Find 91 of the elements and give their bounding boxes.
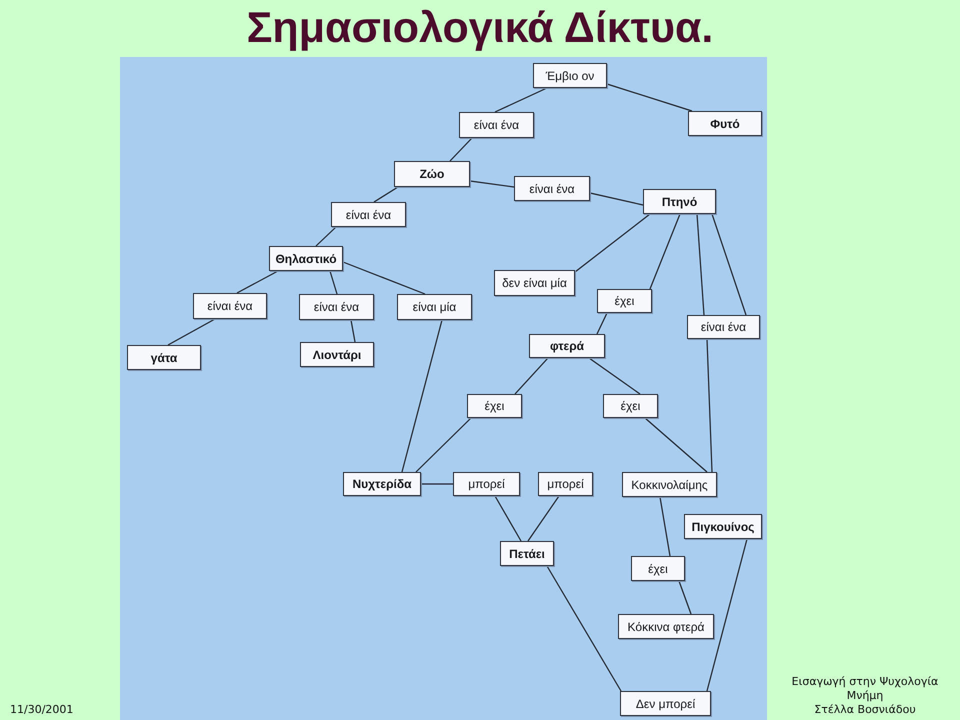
connector-line [706,338,713,472]
connector-line [316,226,336,246]
node-label: Πετάει [509,546,545,560]
date-text: 11/30/2001 [10,703,74,716]
slide-title: Σημασιολογικά Δίκτυα. [246,4,714,52]
connector-line [649,214,681,290]
connector-line [329,270,338,294]
network-node-box [529,334,605,358]
connector-line [711,214,747,316]
network-node-box [494,270,575,296]
network-node-box [622,472,717,497]
network-node-box [397,294,472,320]
node-label: είναι ένα [700,320,746,334]
network-node-box [684,514,762,539]
footer-text: Στέλλα Βοσνιάδου [814,703,916,716]
node-label: μπορεί [547,477,584,491]
network-node-box [453,472,520,496]
network-node-box [618,614,714,639]
connector-line [374,186,398,202]
connector-line [342,261,426,295]
connector-line [706,538,748,692]
network-node-box [127,345,201,370]
footer-text: Εισαγωγή στην Ψυχολογία [792,675,938,688]
node-label: είναι ένα [529,182,575,196]
connector-line [644,418,708,472]
node-label: είναι ένα [207,299,253,313]
network-node-box [269,246,343,271]
network-node-box [620,691,711,716]
connector-line [350,320,356,342]
node-label: είναι μία [412,300,456,314]
connector-line [590,192,644,206]
node-label: Θηλαστικό [275,252,337,266]
network-node-box [643,189,716,214]
node-label: είναι ένα [346,208,392,222]
node-label: Δεν μπορεί [636,696,696,710]
network-node-box [597,289,652,313]
network-node-box [394,161,470,187]
network-node-box [514,176,590,201]
connector-line [606,83,692,112]
connector-line [659,496,671,556]
node-label: έχει [620,399,640,413]
network-node-box [688,111,762,136]
network-node-box [193,293,267,319]
node-label: Κόκκινα φτερά [628,620,704,634]
node-label: γάτα [150,350,178,364]
network-node-box [687,315,760,339]
network-node-box [459,112,534,138]
connector-line [528,496,560,542]
network-node-box [631,556,685,581]
node-label: Νυχτερίδα [352,477,412,491]
connector-line [494,87,548,113]
connector-line [450,138,472,162]
node-label: είναι ένα [314,300,360,314]
connector-line [470,180,514,188]
connector-line [494,496,522,542]
node-label: Πιγκουίνος [692,520,754,534]
connector-line [588,358,640,394]
node-label: Λιοντάρι [312,348,362,362]
network-node-box [299,294,374,320]
node-label: έχει [614,294,634,308]
network-node-box [300,342,374,367]
node-label: έχει [484,399,504,413]
network-node-box [538,472,593,496]
connector-line [596,312,608,334]
network-node-box [331,202,406,227]
network-node-box [343,472,421,496]
connector-line [546,566,622,692]
node-label: φτερά [550,339,584,353]
node-label: δεν είναι μία [502,276,567,290]
connector-line [401,320,443,472]
node-label: Φυτό [710,116,740,130]
connector-line [236,270,278,294]
node-label: μπορεί [468,477,505,491]
network-node-box [500,541,554,566]
connector-line [696,214,705,316]
connector-line [421,483,453,485]
footer-text: Μνήμη [846,689,884,702]
network-node-box [533,63,607,88]
network-node-box [603,394,658,418]
connector-line [168,318,216,346]
node-label: Πτηνό [662,194,698,208]
node-label: Κοκκινολαίμης [631,478,708,492]
node-label: είναι ένα [474,118,520,132]
node-label: Έμβιο ον [546,68,594,82]
connector-line [678,580,692,614]
node-label: έχει [648,562,668,576]
network-node-box [467,394,522,418]
connector-line [514,358,548,394]
connector-line [574,214,650,272]
node-label: Ζώο [420,167,444,181]
connector-line [416,418,472,472]
